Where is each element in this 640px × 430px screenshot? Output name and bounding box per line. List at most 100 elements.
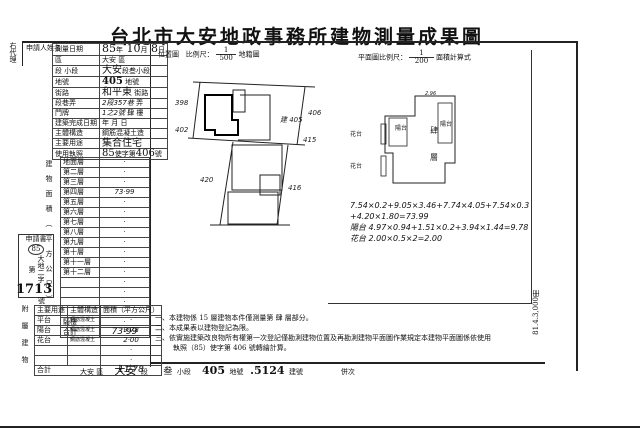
lane-label: 段巷弄 — [52, 98, 100, 109]
section-value: 大安段叁小段 — [99, 65, 168, 77]
note-line: 三、依實施建築改良物所有權第一次登記僅勘測建物位置及再勘測建物平面圖作業規定本建… — [155, 334, 491, 342]
floor-area: · — [99, 227, 150, 238]
notes: 一、本建物係 15 層建物本件僅測量第 肆 層部分。二、本成果表以建物登記為限。… — [155, 313, 491, 353]
parcel-boundary-mid — [187, 137, 306, 146]
usage-value: 集合住宅 — [99, 138, 168, 149]
balcony-right — [437, 102, 453, 144]
page-bottom-line — [0, 426, 640, 428]
parcel-label: 420 — [200, 176, 214, 184]
floor-area: · — [99, 257, 150, 268]
floor-label: 第五層 — [60, 197, 100, 208]
floor-label: 第九層 — [60, 237, 100, 248]
floor-area: · — [99, 247, 150, 258]
floor-row: 第十層· — [60, 247, 150, 258]
floor-label: 第二層 — [60, 167, 100, 178]
annex-use: 平台 — [34, 315, 68, 326]
annex-structure: 鋼筋混凝土 — [67, 335, 101, 346]
parcel-boundary-left — [192, 81, 201, 139]
application-number: 1713 — [16, 282, 53, 297]
floor-row: 第三層· — [60, 177, 150, 188]
side-label: 右代理 — [9, 42, 17, 63]
annex-use: 陽台 — [34, 325, 68, 336]
floor-area: · — [99, 167, 150, 178]
floor-row: 第九層· — [60, 237, 150, 248]
floor-row: · — [60, 277, 150, 288]
footer: 大安 區 大安 段 叁 小段 405 地號 .5124 建號 併次 — [80, 364, 355, 377]
floor-row: · — [60, 287, 150, 298]
floor-area: · — [99, 157, 150, 168]
balcony-label: 陽台 — [440, 120, 452, 128]
floor-label: 第六層 — [60, 207, 100, 218]
floor-row: 第十二層· — [60, 267, 150, 278]
number-value: 1之2號 肆 樓 — [99, 108, 168, 119]
number-label: 門牌 — [52, 108, 100, 119]
floor-label: 第七層 — [60, 217, 100, 228]
street-value: 和平東 街路 — [99, 87, 168, 99]
floor-label: 第三層 — [60, 177, 100, 188]
annex-area: · — [100, 315, 162, 326]
annex-header: 主體構造 — [67, 305, 101, 316]
annex-use: 花台 — [34, 335, 68, 346]
balcony-label: 陽台 — [395, 124, 407, 132]
application-unit: 號 — [38, 297, 45, 305]
balcony-left — [388, 117, 408, 147]
location-map: 398 402 406 建 405 415 420 416 — [175, 81, 322, 226]
planter-label: 花台 — [350, 130, 362, 138]
structure-label: 主體構造 — [52, 128, 100, 139]
survey-date-label: 測量日期 — [52, 43, 100, 56]
bottom-rule — [150, 362, 545, 364]
annex-area: 9·78 — [100, 325, 162, 336]
floor-label — [60, 277, 100, 288]
note-line: 執照（85）使字第 406 號轉繪計算。 — [173, 344, 291, 352]
floor-label: 第十二層 — [60, 267, 100, 278]
target-building — [204, 94, 239, 136]
floor-area: · — [99, 267, 150, 278]
annex-header: 面積（平方公尺） — [100, 305, 162, 316]
planter-label: 花台 — [350, 162, 362, 170]
parcel-label: 402 — [175, 126, 189, 134]
annex-structure: 鋼筋混凝土 — [67, 325, 101, 336]
floor-plan-frame — [328, 50, 532, 304]
planter-top — [380, 123, 387, 145]
annex-use — [34, 355, 68, 366]
location-map-header: 位置圖 比例尺： 1 500 地籍圖 — [158, 46, 260, 62]
floor-label: 第十一層 — [60, 257, 100, 268]
floor-area-group-label: 建物面積（平方公尺） — [45, 160, 53, 310]
floor-outline — [384, 95, 456, 184]
note-line: 一、本建物係 15 層建物本件僅測量第 肆 層部分。 — [155, 314, 313, 322]
info-table: 測量日期 85年 10月 8日 區 大安 區 段 小段 大安段叁小段 地號 40… — [52, 43, 168, 160]
parcel-boundary-top — [192, 81, 316, 88]
builder-value: 年 月 日 — [99, 118, 168, 129]
floor-label — [60, 287, 100, 298]
builder-label: 建築完成日期 — [52, 118, 100, 129]
annex-header-row: 主要用途主體構造面積（平方公尺） — [34, 305, 162, 316]
floor-area: · — [99, 237, 150, 248]
application-box: 申請書 85 大地二字第 — [18, 234, 54, 298]
floor-label: 第四層 — [60, 187, 100, 198]
applicant-label: 申請人姓名 — [26, 44, 61, 52]
floor-area: · — [99, 177, 150, 188]
floor-label: 地面層 — [60, 157, 100, 168]
planter-bottom — [380, 155, 387, 177]
floor-area: · — [99, 287, 150, 298]
annex-area: · — [100, 345, 162, 356]
building-outline — [238, 94, 271, 141]
floor-area: · — [99, 197, 150, 208]
floor-area: · — [99, 217, 150, 228]
lower-building-1 — [231, 144, 283, 191]
lot-value: 405 地號 — [99, 76, 168, 88]
formula-line: 陽台 4.97×0.94+1.51×0.2+3.94×1.44=9.78 — [350, 223, 529, 232]
parcel-label: 415 — [303, 136, 317, 144]
floor-area: · — [99, 207, 150, 218]
dimension-label: 2.96 — [425, 91, 436, 97]
parcel-label: 398 — [175, 99, 189, 107]
right-border — [576, 41, 578, 371]
lower-building-2 — [259, 174, 281, 196]
floor-area: · — [99, 277, 150, 288]
left-panel-divider — [150, 41, 151, 367]
floor-row: 第十一層· — [60, 257, 150, 268]
annex-row: 平台鋼筋混凝土· — [34, 315, 162, 326]
